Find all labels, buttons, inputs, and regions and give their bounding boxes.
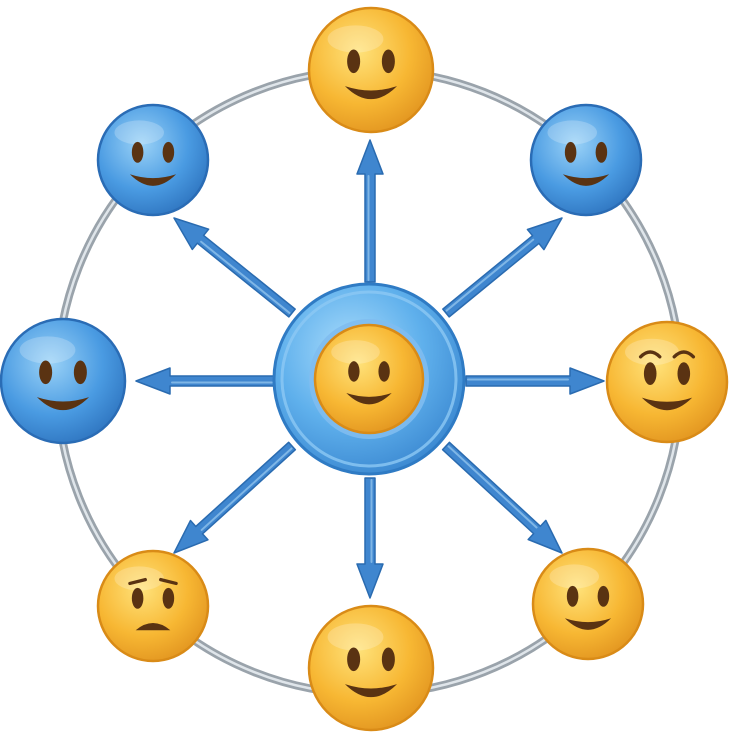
smile-mouth bbox=[344, 684, 398, 698]
smile-mouth bbox=[346, 393, 392, 405]
node-top-face-icon bbox=[307, 6, 435, 134]
left-eye bbox=[347, 49, 361, 74]
left-eye bbox=[131, 587, 144, 609]
arrows-layer bbox=[135, 139, 605, 599]
hub-layer bbox=[272, 282, 466, 476]
left-eye bbox=[566, 585, 579, 607]
smile-mouth bbox=[344, 86, 398, 100]
left-eye bbox=[39, 360, 53, 385]
hub-node bbox=[272, 282, 466, 476]
arrow-down bbox=[356, 477, 384, 599]
node-top-left-face-icon bbox=[96, 103, 210, 217]
arrow-up bbox=[356, 139, 384, 283]
right-eye bbox=[677, 362, 691, 385]
frown-mouth bbox=[135, 623, 171, 631]
nodes-layer bbox=[0, 6, 729, 732]
right-eye bbox=[162, 587, 175, 609]
arrow-up-right bbox=[442, 217, 563, 318]
smile-mouth bbox=[641, 397, 693, 411]
right-eye bbox=[162, 141, 175, 163]
left-eye bbox=[564, 141, 577, 163]
node-top-right-face-icon bbox=[529, 103, 643, 217]
right-eye bbox=[381, 49, 395, 74]
hub-face-icon bbox=[313, 323, 425, 435]
left-eye bbox=[347, 647, 361, 672]
node-bottom-right-face-icon bbox=[531, 547, 645, 661]
right-eye bbox=[597, 585, 610, 607]
right-eye bbox=[595, 141, 608, 163]
right-eye bbox=[381, 647, 395, 672]
right-eye bbox=[73, 360, 87, 385]
arrow-down-right bbox=[441, 441, 563, 554]
node-left-face-icon bbox=[0, 317, 127, 445]
node-bottom-face-icon bbox=[307, 604, 435, 732]
arrow-down-left bbox=[173, 441, 297, 554]
eyebrow bbox=[638, 350, 662, 359]
left-eye bbox=[348, 361, 360, 382]
eyebrow bbox=[672, 350, 696, 359]
left-eye bbox=[131, 141, 144, 163]
arrow-right bbox=[465, 367, 605, 395]
right-eye bbox=[378, 361, 390, 382]
arrow-left bbox=[135, 367, 275, 395]
arrow-up-left bbox=[173, 217, 296, 318]
smile-mouth bbox=[36, 397, 90, 411]
node-bottom-left-face-icon bbox=[96, 549, 210, 663]
left-eye bbox=[643, 362, 657, 385]
smile-mouth bbox=[562, 174, 610, 186]
node-right-face-icon bbox=[605, 320, 729, 444]
smile-mouth bbox=[129, 174, 177, 186]
smile-mouth bbox=[564, 618, 612, 630]
